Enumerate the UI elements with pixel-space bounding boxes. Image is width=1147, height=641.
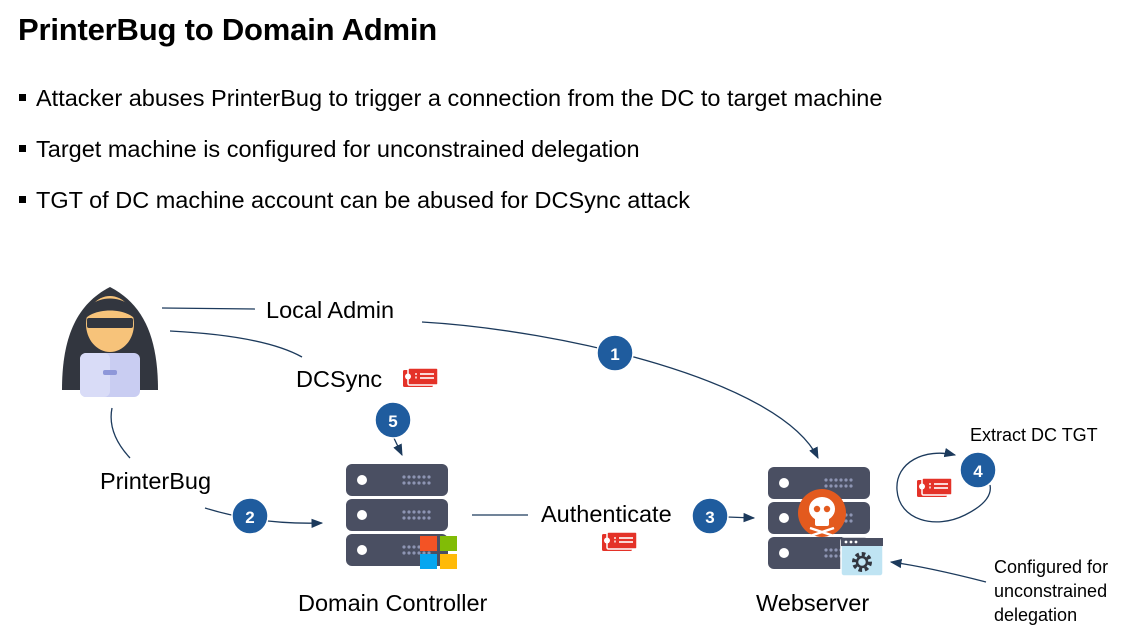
windows-logo-icon xyxy=(420,536,457,569)
authenticate-label: Authenticate xyxy=(541,501,672,527)
local-admin-arrow xyxy=(421,321,819,460)
ticket-icon xyxy=(601,531,638,552)
domain-controller-label: Domain Controller xyxy=(298,590,488,616)
svg-text:5: 5 xyxy=(388,412,397,431)
slide-title: PrinterBug to Domain Admin xyxy=(18,12,438,47)
local-admin-line-left xyxy=(161,307,256,310)
webserver-label: Webserver xyxy=(756,590,870,616)
step-badge: 4 xyxy=(959,451,997,489)
printerbug-label: PrinterBug xyxy=(100,468,212,494)
svg-text:3: 3 xyxy=(705,508,714,527)
delegation-note: Configured for unconstrained delegation xyxy=(994,555,1108,627)
step-badge: 5 xyxy=(374,401,412,439)
step-badge: 1 xyxy=(596,334,634,372)
bullet-list: Attacker abuses PrinterBug to trigger a … xyxy=(18,84,882,237)
step-badge: 2 xyxy=(231,497,269,535)
svg-text:2: 2 xyxy=(245,508,254,527)
delegation-note-arrow xyxy=(889,558,987,583)
local-admin-label: Local Admin xyxy=(266,297,395,323)
settings-window-icon xyxy=(840,537,884,577)
ticket-icon xyxy=(916,477,953,498)
delegation-note-line: delegation xyxy=(994,605,1078,625)
bullet-item: Target machine is configured for unconst… xyxy=(18,135,882,186)
dcsync-label: DCSync xyxy=(296,366,383,392)
skull-icon xyxy=(798,489,846,538)
delegation-note-line: unconstrained xyxy=(994,581,1108,601)
bullet-item: Attacker abuses PrinterBug to trigger a … xyxy=(18,84,882,135)
ticket-icon xyxy=(402,367,439,388)
svg-text:1: 1 xyxy=(610,345,619,364)
printerbug-arrow xyxy=(204,507,324,529)
extract-loop-arrow xyxy=(896,448,991,523)
bullet-item: TGT of DC machine account can be abused … xyxy=(18,186,882,237)
printerbug-line xyxy=(110,407,131,459)
domain-controller-icon xyxy=(346,464,457,569)
delegation-note-line: Configured for xyxy=(994,557,1109,577)
extract-dc-tgt-label: Extract DC TGT xyxy=(970,425,1098,445)
hacker-icon xyxy=(62,287,158,397)
dcsync-line xyxy=(169,330,303,358)
svg-text:4: 4 xyxy=(973,462,983,481)
authenticate-arrow xyxy=(726,512,756,523)
step-badge: 3 xyxy=(691,497,729,535)
webserver-icon xyxy=(768,467,884,577)
